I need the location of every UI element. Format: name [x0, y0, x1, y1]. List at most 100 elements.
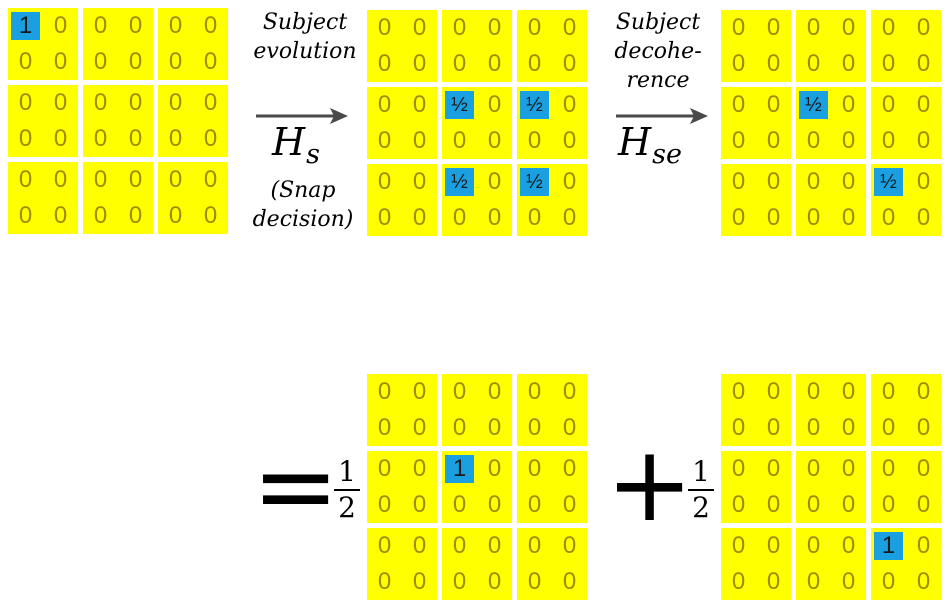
matrix-entry: 0 — [487, 127, 502, 154]
matrix-entry: 0 — [377, 168, 392, 195]
matrix-entry: 0 — [168, 89, 183, 116]
matrix-entry: 0 — [562, 378, 577, 405]
matrix-entry: 0 — [487, 491, 502, 518]
matrix-entry: 0 — [18, 166, 33, 193]
matrix-entry: 0 — [128, 12, 143, 39]
matrix-entry: 0 — [562, 532, 577, 559]
matrix-entry: 0 — [731, 378, 746, 405]
matrix-entry: 0 — [18, 89, 33, 116]
matrix-entry: 0 — [916, 14, 931, 41]
equals-sign: = — [252, 425, 340, 547]
matrix-entry: 0 — [128, 166, 143, 193]
matrix-entry: 0 — [562, 50, 577, 77]
matrix-entry: 0 — [806, 14, 821, 41]
matrix-entry: 0 — [841, 50, 856, 77]
matrix-entry: 0 — [527, 568, 542, 595]
matrix-entry: 0 — [916, 127, 931, 154]
matrix-entry: 0 — [168, 166, 183, 193]
matrix-entry: 0 — [881, 491, 896, 518]
matrix-entry: 0 — [731, 455, 746, 482]
matrix-entry: 0 — [168, 12, 183, 39]
matrix-entry: 0 — [412, 168, 427, 195]
matrix-entry: 0 — [487, 568, 502, 595]
matrix-entry: 0 — [766, 204, 781, 231]
matrix-entry: 0 — [806, 455, 821, 482]
matrix-entry: 0 — [527, 455, 542, 482]
matrix-entry: 0 — [731, 127, 746, 154]
matrix-entry: 0 — [562, 455, 577, 482]
matrix-entry: 0 — [881, 455, 896, 482]
matrix-entry: 0 — [527, 204, 542, 231]
matrix-entry: 0 — [128, 89, 143, 116]
matrix-entry: 0 — [562, 491, 577, 518]
matrix-entry: 0 — [168, 48, 183, 75]
matrix-entry: 0 — [841, 14, 856, 41]
matrix-entry: 0 — [527, 414, 542, 441]
matrix-entry-highlighted: ½ — [517, 87, 552, 123]
matrix-entry: 0 — [766, 50, 781, 77]
matrix-entry: 0 — [766, 455, 781, 482]
matrix-entry: 0 — [806, 491, 821, 518]
matrix-entry: 0 — [487, 204, 502, 231]
matrix-entry: 0 — [168, 125, 183, 152]
matrix-entry: 0 — [18, 48, 33, 75]
matrix-entry: 0 — [93, 125, 108, 152]
operator-hs: Hs — [272, 120, 320, 170]
matrix-entry-highlighted: ½ — [796, 87, 831, 123]
subject-evolution-label: Subject evolution — [253, 10, 357, 64]
matrix-entry-highlighted: ½ — [442, 87, 477, 123]
matrix-entry: 0 — [377, 91, 392, 118]
matrix-entry: 0 — [377, 455, 392, 482]
matrix-entry: 0 — [377, 204, 392, 231]
matrix-entry: 0 — [562, 168, 577, 195]
matrix-entry-highlighted: ½ — [871, 164, 906, 200]
matrix-entry: 0 — [452, 204, 467, 231]
matrix-entry: 0 — [841, 455, 856, 482]
matrix-entry: 0 — [412, 14, 427, 41]
matrix-entry: 0 — [377, 568, 392, 595]
matrix-entry: 0 — [806, 204, 821, 231]
matrix-entry: 0 — [412, 127, 427, 154]
matrix-entry: 0 — [18, 202, 33, 229]
matrix-entry: 0 — [731, 491, 746, 518]
matrix-entry: 0 — [562, 127, 577, 154]
matrix-entry: 0 — [916, 414, 931, 441]
matrix-entry-highlighted: 1 — [871, 528, 906, 564]
matrix-entry: 0 — [562, 14, 577, 41]
matrix-entry: 0 — [412, 491, 427, 518]
matrix-entry: 0 — [731, 532, 746, 559]
matrix-entry: 0 — [128, 202, 143, 229]
matrix-entry: 0 — [841, 378, 856, 405]
matrix-entry: 0 — [203, 202, 218, 229]
decoherence-arrow — [616, 108, 708, 124]
matrix-entry: 0 — [412, 204, 427, 231]
matrix-entry: 0 — [916, 378, 931, 405]
matrix-entry: 0 — [377, 378, 392, 405]
matrix-entry: 0 — [452, 414, 467, 441]
matrix-entry: 0 — [841, 414, 856, 441]
matrix-entry: 0 — [766, 127, 781, 154]
